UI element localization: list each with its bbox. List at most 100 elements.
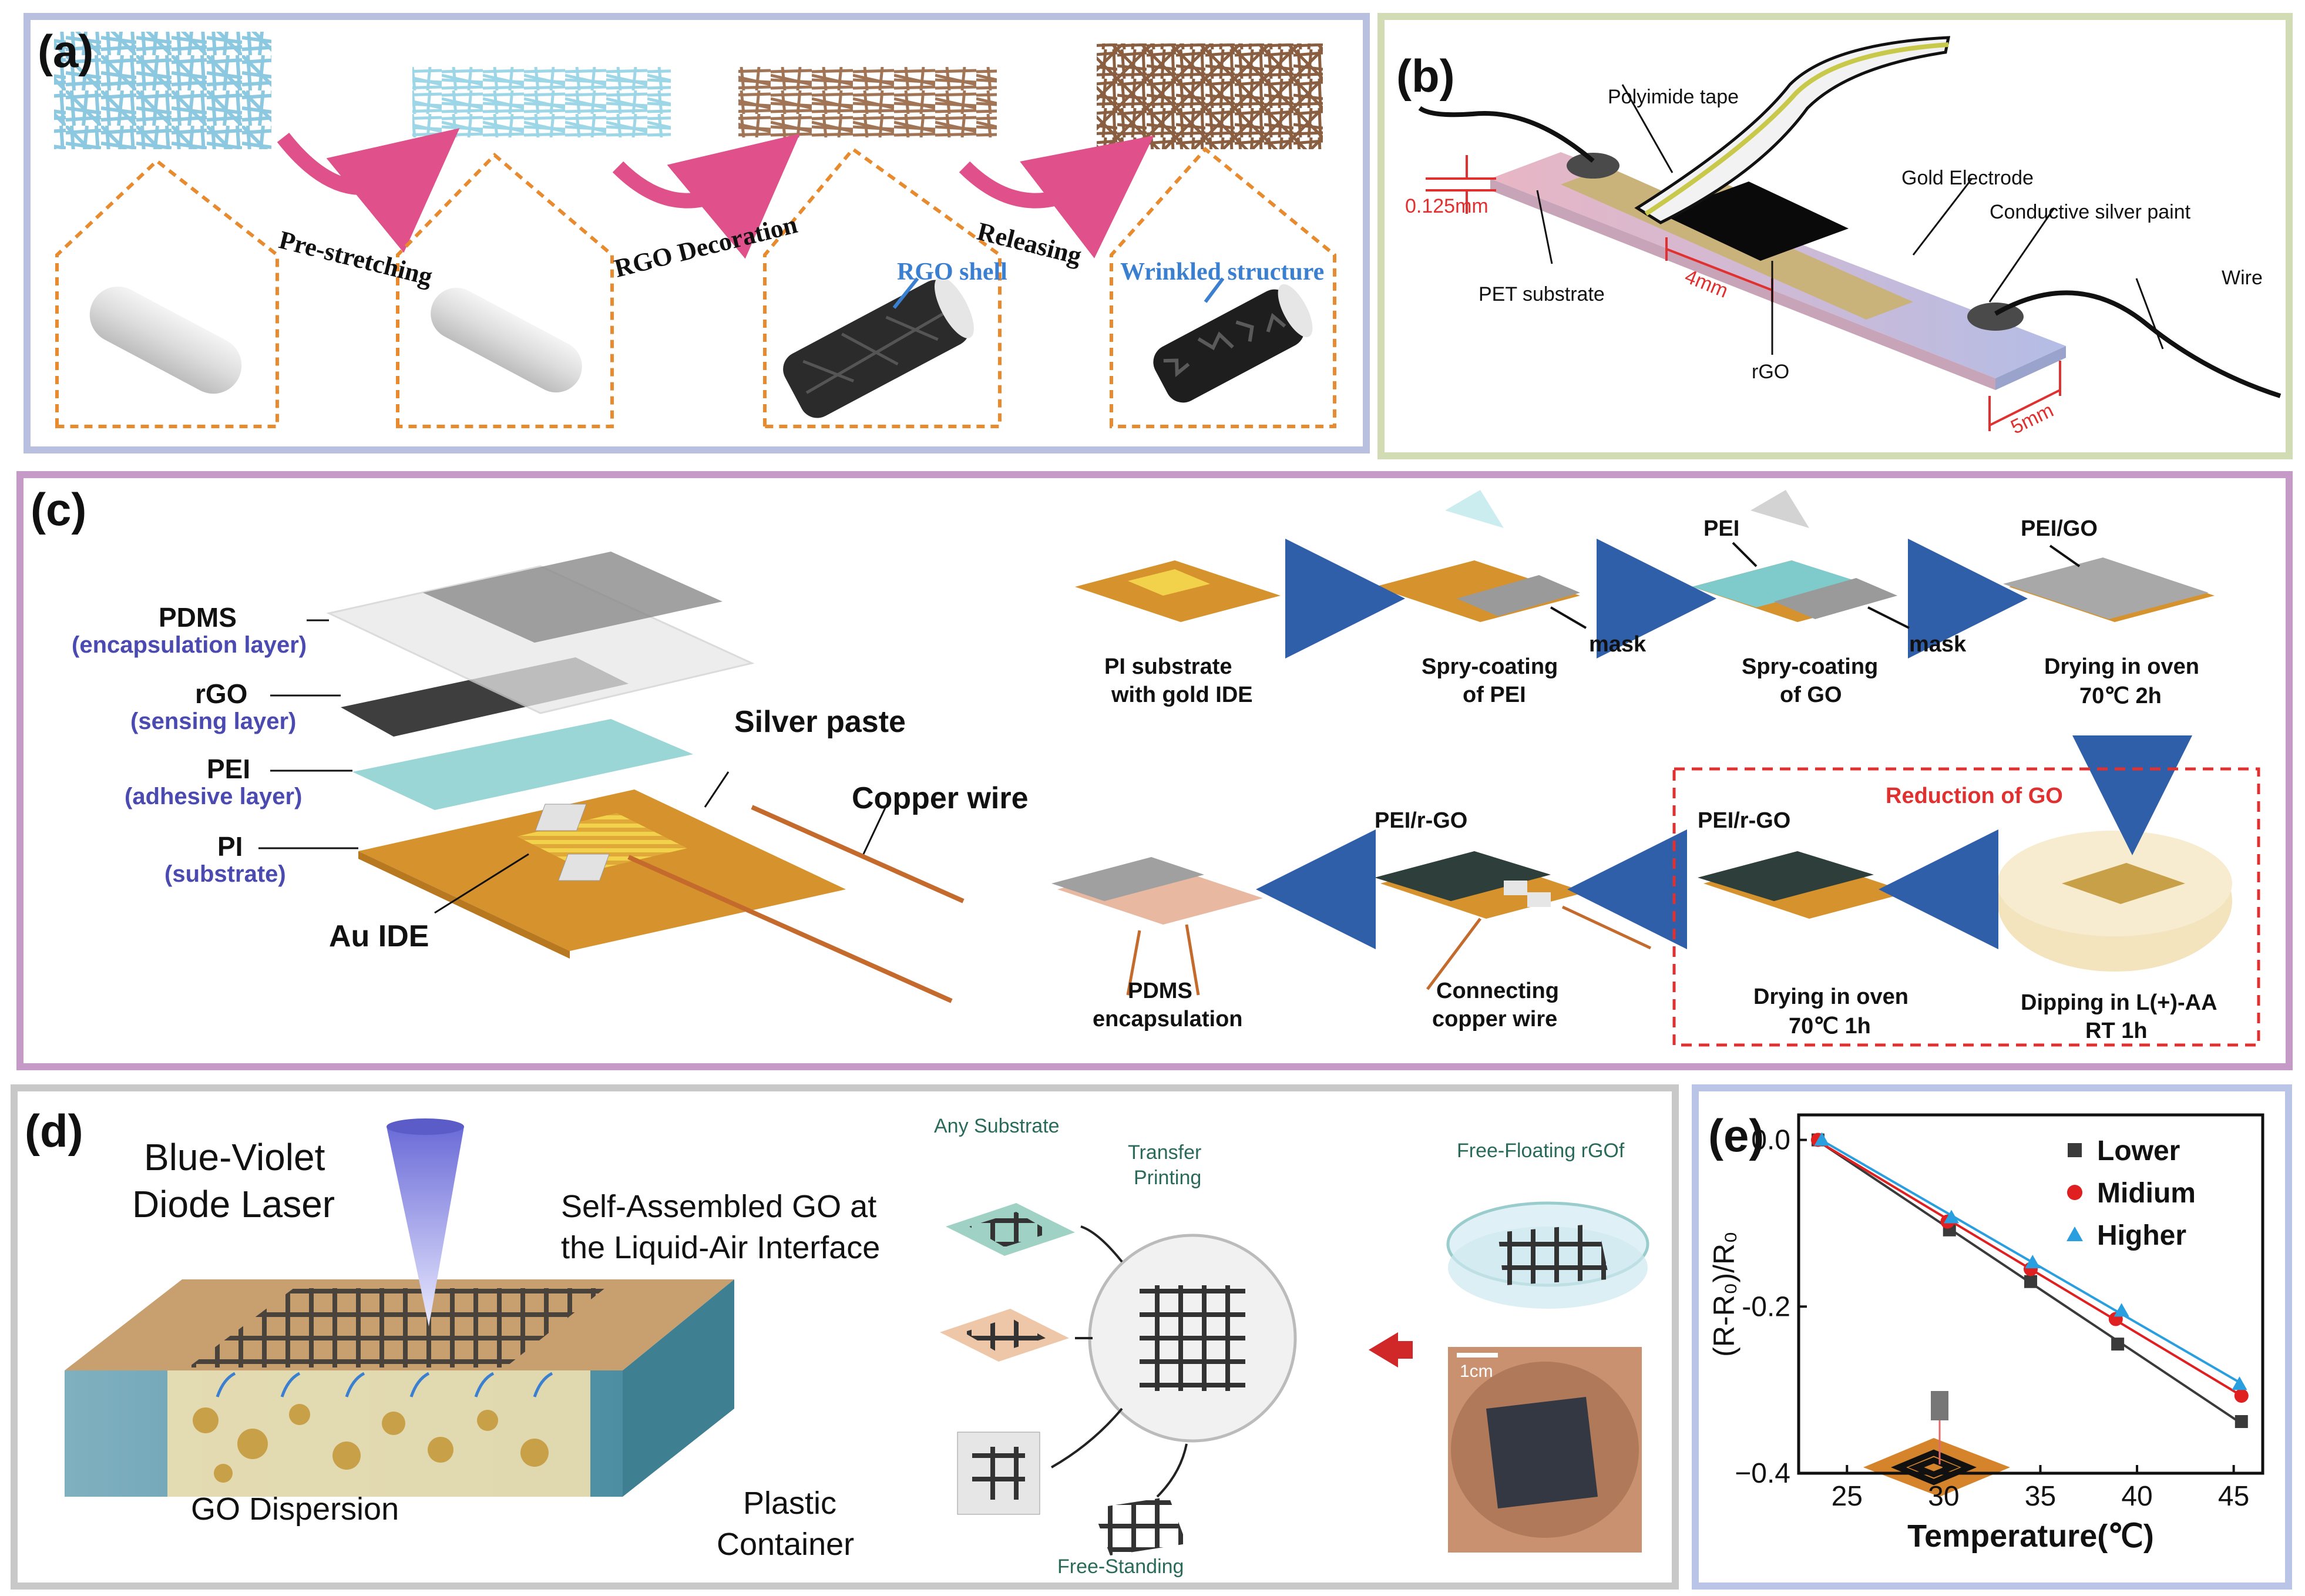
legend-label-lower: Lower [2097,1135,2180,1167]
x-tick-label: 25 [1832,1481,1863,1512]
legend-marker-lower [2068,1143,2082,1157]
rgo-shell-label: RGO shell [897,258,1007,285]
layer-pei [352,719,693,810]
step-plate-6 [1375,851,1652,990]
point-lower [2024,1275,2037,1288]
point-lower [2111,1338,2125,1351]
x-tick-label: 45 [2218,1481,2249,1512]
legend-label-higher: Higher [2097,1220,2186,1251]
photo-inset [1448,1347,1642,1553]
mesh-initial [54,32,271,149]
copper-wire-1 [751,805,965,903]
panel-c-label: (c) [31,483,87,535]
step4-l1: Drying in oven [2044,654,2199,679]
plastic-container-label-2: Container [717,1527,855,1562]
step-plate-3 [1692,490,1897,622]
scale-bar-label: 1cm [1460,1362,1493,1381]
pet-substrate-label: PET substrate [1479,283,1605,305]
point-lower [2235,1415,2248,1429]
wire-right [1994,290,2282,398]
copper-wire-2 [627,855,953,1003]
transfer-printing-label-2: Printing [1134,1167,1202,1189]
layer-rgo-name: rGO [195,678,248,709]
plot-frame [1797,1113,2264,1475]
wire-label: Wire [2222,267,2263,289]
step-plate-8 [1997,831,2232,972]
step3-l1: Spry-coating [1742,654,1879,679]
layer-pi-sub: (substrate) [164,861,286,887]
polyimide-tape-label: Polyimide tape [1608,86,1739,108]
pei-label: PEI [1703,516,1740,541]
panel-d: (d) Blue-Violet Diode Laser Self-Assembl… [11,1084,1679,1590]
wrinkled-pointer [1204,277,1225,303]
y-tick-label: −0.4 [1735,1458,1790,1489]
legend-marker-higher [2067,1227,2083,1241]
layer-pei-sub: (adhesive layer) [125,784,303,809]
y-tick-label: 0.0 [1751,1125,1790,1156]
step4-l2: 70℃ 2h [2079,684,2162,708]
substrate-teal [946,1203,1075,1256]
substrate-pink [940,1309,1069,1362]
step8-l2: encapsulation [1093,1007,1243,1031]
panel-b: (b) Polyimide tape 0.125mm PET substrate… [1377,13,2293,459]
step2-l1: Spry-coating [1422,654,1558,679]
y-tick-label: -0.2 [1742,1291,1790,1322]
callout-box-3 [763,146,1002,428]
fiber-wrinkled [1153,284,1313,403]
point-higher [2232,1376,2247,1390]
x-tick-label: 40 [2121,1481,2152,1512]
gold-electrode-label: Gold Electrode [1901,167,2034,189]
self-assembled-label-2: the Liquid-Air Interface [561,1230,881,1265]
x-axis-label: Temperature(℃) [1907,1518,2154,1554]
wire-left [1418,106,1595,163]
arrow-pre-stretching [277,128,460,253]
pei-rgo-label-1: PEI/r-GO [1375,808,1468,833]
callout-box-4 [1110,146,1336,428]
plastic-container-label-1: Plastic [743,1486,837,1521]
legend-marker-midium [2067,1185,2082,1200]
mask-label-1: mask [1589,632,1647,657]
go-particles [193,1404,549,1483]
step-plate-5 [1051,857,1263,996]
point-higher [1814,1132,1830,1146]
point-higher [2114,1303,2129,1317]
laser-label-1: Blue-Violet [144,1136,325,1178]
wrinkled-structure-label: Wrinkled structure [1120,258,1325,285]
petri-dish-center [1088,1234,1297,1443]
layer-leaders [258,619,888,914]
process-arrows [1256,539,2192,949]
free-floating-label: Free-Floating rGOf [1457,1140,1625,1162]
go-dispersion-label: GO Dispersion [191,1491,399,1527]
panel-b-label: (b) [1396,50,1455,102]
panel-e-label: (e) [1708,1110,1765,1161]
silver-paste-label: Silver paste [734,705,906,739]
fiber-bare-1 [89,286,242,394]
layer-rgo-sub: (sensing layer) [130,708,297,734]
free-standing-label: Free-Standing [1057,1555,1184,1578]
substrate-grey [957,1432,1040,1515]
free-floating-dish [1446,1201,1649,1309]
transfer-printing-label-1: Transfer [1128,1141,1202,1164]
step5-l1: Dipping in L(+)-AA [2021,990,2217,1015]
mask-label-2: mask [1909,632,1967,657]
mesh-rgo-decorated [738,67,997,137]
reduction-label: Reduction of GO [1886,784,2063,808]
panel-a: (a) Pre-stretching RGO Decoration Releas… [23,13,1370,453]
pei-rgo-label-2: PEI/r-GO [1698,808,1791,833]
self-assembled-label-1: Self-Assembled GO at [561,1189,877,1224]
panel-c-drawing [258,490,2260,1047]
silver-pad-1 [535,804,587,831]
layer-pi-name: PI [217,831,243,862]
silver-paint-right [1967,303,2024,331]
laser-label-2: Diode Laser [132,1183,335,1225]
silver-paint-left [1567,153,1619,179]
panel-b-drawing [1418,36,2282,431]
step7-l1: Connecting [1436,979,1559,1003]
free-standing-grid [1093,1497,1187,1555]
rgo-film [1661,182,1849,261]
step-plate-4 [2003,557,2215,622]
step-plate-1 [1075,560,1281,622]
point-higher [1944,1209,1960,1224]
